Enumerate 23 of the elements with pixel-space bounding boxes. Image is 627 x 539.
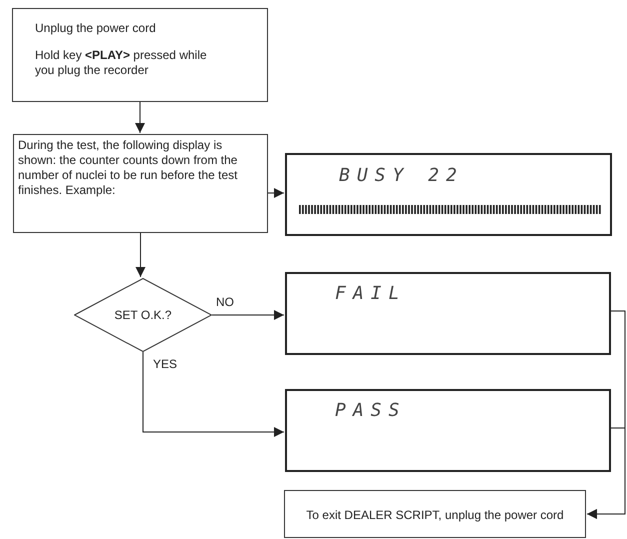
- display-panel: [285, 272, 611, 355]
- display-readout: BUSY 22: [339, 165, 464, 186]
- edge-label: NO: [216, 295, 234, 309]
- instruction-text: Hold key <PLAY> pressed while you plug the recorder: [35, 48, 208, 78]
- decision-diamond: [74, 278, 212, 352]
- edge-label: YES: [153, 357, 178, 371]
- process-box: [284, 490, 586, 538]
- arrow: [135, 102, 145, 134]
- arrow: [212, 310, 284, 320]
- process-box: [13, 134, 268, 233]
- instruction-text: To exit DEALER SCRIPT, unplug the power cord: [305, 508, 565, 523]
- display-readout: FAIL: [335, 283, 406, 304]
- display-readout: PASS: [335, 400, 406, 421]
- process-box: [12, 8, 268, 102]
- instruction-text: During the test, the following display is shown: the counter counts down from the number of nuclei to be run before the test finishes. Example:: [18, 138, 238, 198]
- arrow: [142, 352, 284, 437]
- arrow: [268, 188, 284, 198]
- arrow: [586, 428, 626, 519]
- display-panel: [285, 389, 611, 472]
- instruction-text: Unplug the power cord: [35, 21, 157, 36]
- display-panel: [285, 153, 612, 236]
- decision-text: SET O.K.?: [113, 308, 173, 323]
- arrow: [136, 232, 146, 278]
